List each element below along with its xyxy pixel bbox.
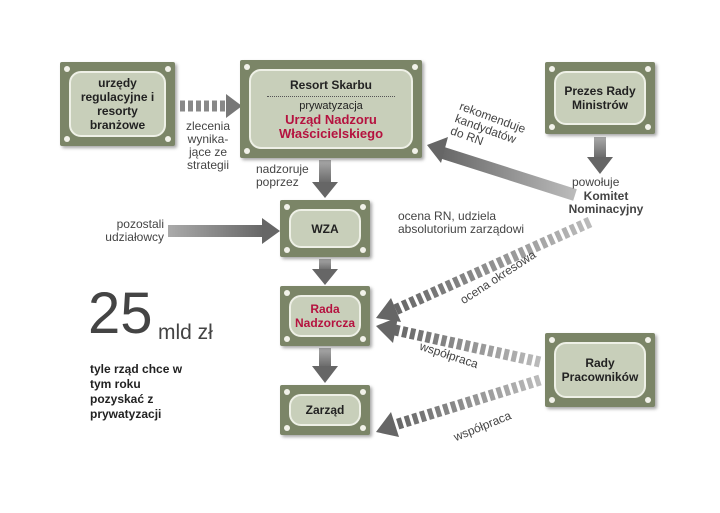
label-komitet: Komitet Nominacyjny [568,189,644,216]
stat-caption: tyle rząd chce w tym roku pozyskać z pry… [90,362,183,421]
label-pozostali: pozostali udziałowcy [105,217,164,244]
label-nadzoruje: nadzoruje poprzez [256,162,309,189]
box-wza: WZA [280,200,370,257]
arrow-rada-to-zarzad [312,348,338,383]
stat-unit: mld zł [158,321,213,344]
box-rady-prac-label: Rady Pracowników [554,342,646,398]
box-urzedy-label: urzędy regulacyjne i resorty branżowe [69,71,166,137]
resort-sub: prywatyzacja [299,99,363,112]
label-powoluje: powołuje [572,175,620,189]
arrow-radyprac-to-rada [376,317,542,368]
arrow-wza-to-rada [312,259,338,285]
resort-red: Urząd Nadzoru Właścicielskiego [278,111,384,141]
box-urzedy: urzędy regulacyjne i resorty branżowe [60,62,175,146]
arrow-komitet-to-rada [376,216,593,322]
arrow-radyprac-to-zarzad [376,374,542,437]
arrow-pozostali-to-wza [168,218,280,244]
box-rada-nadzorcza: Rada Nadzorcza [280,286,370,346]
box-rady-pracownikow: Rady Pracowników [545,333,655,407]
divider [267,95,395,97]
box-prezes-label: Prezes Rady Ministrów [554,71,646,125]
box-resort-skarbu: Resort Skarbu prywatyzacja Urząd Nadzoru… [240,60,422,158]
resort-title: Resort Skarbu [289,77,373,92]
arrow-resort-to-wza [312,160,338,198]
label-zlecenia: zlecenia wynika-jące ze strategii [185,119,231,172]
box-zarzad-label: Zarząd [289,394,361,426]
box-rada-label: Rada Nadzorcza [289,295,361,337]
box-wza-label: WZA [289,209,361,248]
arrow-komitet-to-resort [427,137,577,201]
box-zarzad: Zarząd [280,385,370,435]
arrow-prezes-to-komitet [587,137,613,174]
box-prezes: Prezes Rady Ministrów [545,62,655,134]
label-ocena-rn: ocena RN, udziela absolutorium zarządowi [398,209,525,236]
stat-value: 25 [88,281,153,346]
arrow-urzedy-to-resort [180,94,242,118]
